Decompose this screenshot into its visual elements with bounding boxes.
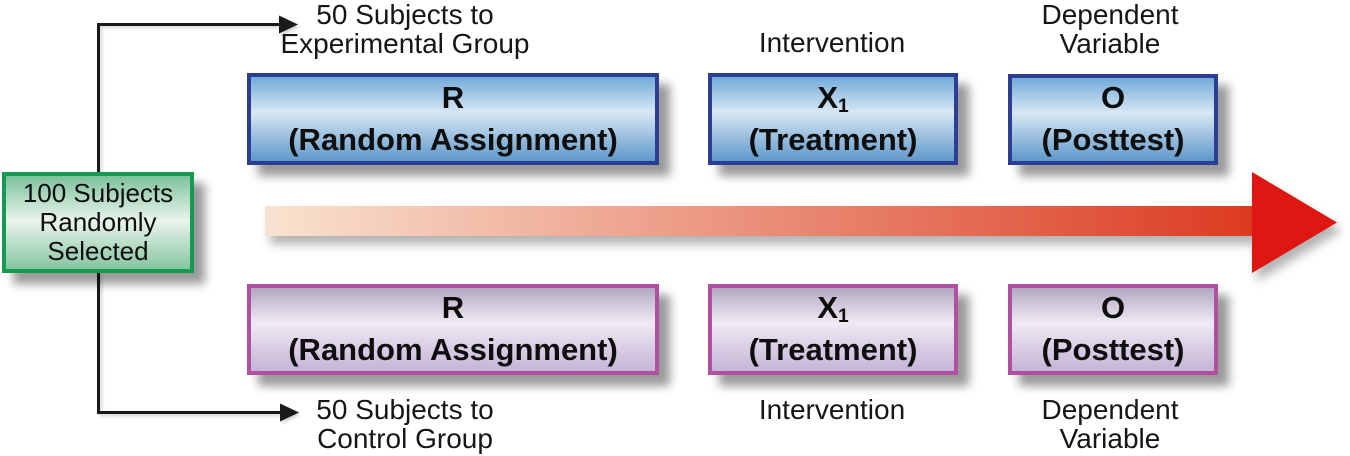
control-group-label-line1: 50 Subjects to [316,394,494,425]
experimental-group-label: 50 Subjects to Experimental Group [255,0,555,59]
posttest-box-control: O (Posttest) [1008,284,1218,375]
random-caption-bottom: (Random Assignment) [288,332,618,367]
treatment-symbol-bottom: X [817,290,838,325]
posttest-symbol-top: O [1100,80,1126,115]
experimental-group-label-line2: Experimental Group [280,27,530,59]
posttest-box-experimental: O (Posttest) [1008,74,1218,165]
source-box-line1: 100 Subjects [22,178,174,208]
dependent-variable-label-bottom-line2: Variable [1059,422,1161,454]
arrow-head-icon [1252,172,1337,273]
control-group-label-line2: Control Group [317,422,493,454]
dependent-variable-label-bottom-line1: Dependent [1041,394,1179,425]
random-symbol-top: R [441,79,465,115]
intervention-label-top: Intervention [758,27,906,58]
subjects-source-box: 100 Subjects Randomly Selected [2,172,194,273]
source-box-line3: Selected [47,236,149,266]
dependent-variable-label-top: Dependent Variable [1010,0,1210,59]
random-caption-top: (Random Assignment) [288,121,618,157]
posttest-symbol-bottom: O [1100,290,1126,325]
treatment-box-control: X1 (Treatment) [708,284,958,375]
treatment-symbol-top: X [817,79,838,115]
treatment-symbol-bottom-sub: 1 [838,306,849,328]
random-assignment-box-experimental: R (Random Assignment) [247,73,659,165]
control-group-label: 50 Subjects to Control Group [255,394,555,454]
treatment-caption-bottom: (Treatment) [748,332,918,367]
dependent-variable-label-top-line2: Variable [1059,27,1161,59]
posttest-caption-bottom: (Posttest) [1041,332,1185,367]
treatment-caption-top: (Treatment) [748,121,918,157]
intervention-label-bottom: Intervention [758,394,906,425]
treatment-symbol-top-sub: 1 [838,95,849,117]
random-assignment-box-control: R (Random Assignment) [247,284,659,375]
source-box-line2: Randomly [39,207,157,237]
dependent-variable-label-bottom: Dependent Variable [1010,394,1210,454]
experimental-group-label-line1: 50 Subjects to [316,0,494,30]
treatment-box-experimental: X1 (Treatment) [708,73,958,165]
arrow-shaft [265,206,1256,236]
posttest-caption-top: (Posttest) [1041,122,1185,157]
dependent-variable-label-top-line1: Dependent [1041,0,1179,30]
random-symbol-bottom: R [441,290,465,325]
